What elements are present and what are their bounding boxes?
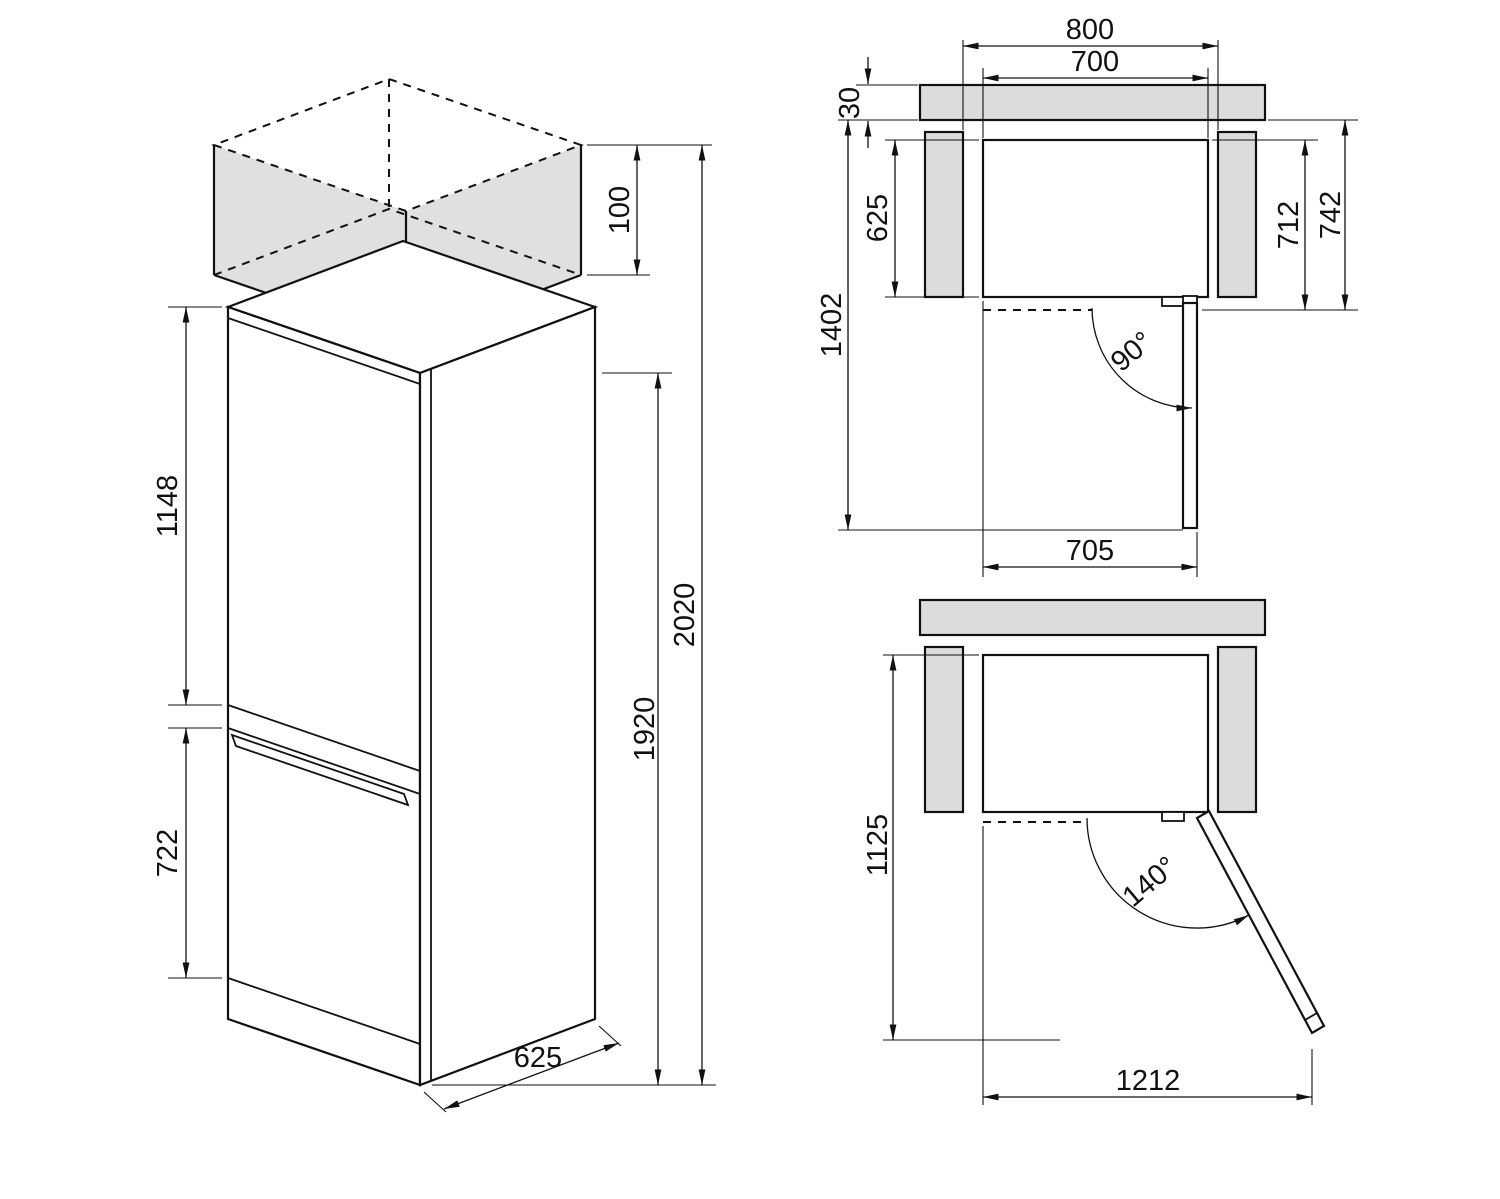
door-tip-seam — [1304, 1012, 1318, 1021]
door-top-edge — [227, 317, 421, 385]
right-cabinet — [1216, 130, 1258, 299]
dim-width-open-1212-label: 1212 — [1116, 1065, 1181, 1097]
left-cabinet — [923, 130, 965, 299]
rear-wall — [918, 598, 1267, 637]
rear-wall — [918, 83, 1267, 122]
fridge-side-face — [418, 305, 597, 1087]
fridge-outline — [981, 653, 1210, 814]
dim-cabinet-height-label: 1920 — [629, 697, 661, 762]
left-cabinet — [923, 645, 965, 814]
plan-view-140: 1125 1212 140° — [862, 598, 1326, 1105]
door-swing-arc — [1091, 307, 1193, 412]
dim-depth-open-1125-label: 1125 — [862, 814, 894, 876]
dim-depth-742-label: 742 — [1315, 191, 1347, 239]
fridge-outline — [981, 138, 1210, 299]
dimension-line-cabinet-depth — [443, 1042, 620, 1110]
dim-depth-open-1402-label: 1402 — [816, 293, 848, 358]
fridge-body — [224, 239, 599, 1087]
isometric-view: 1148 722 100 1920 2020 625 — [152, 77, 716, 1113]
door-handle — [230, 733, 410, 807]
plan90-extension-lines — [838, 40, 1358, 577]
dim-depth-712-label: 712 — [1273, 201, 1305, 249]
dim-top-clearance-label: 100 — [604, 186, 636, 234]
dim-cabinet-width-label: 700 — [1071, 46, 1119, 78]
clearance-dashed-edges — [211, 77, 584, 276]
dim-lower-door-height-label: 722 — [152, 829, 184, 877]
dim-niche-width-label: 800 — [1066, 14, 1114, 46]
door-swing-arc — [1086, 817, 1250, 929]
plan140-extension-lines — [883, 654, 1313, 1105]
dim-total-height-label: 2020 — [669, 583, 701, 648]
fridge-front-face — [226, 305, 422, 1087]
dim-cabinet-depth-label: 625 — [514, 1042, 562, 1074]
door-angle-140-label: 140° — [1117, 850, 1184, 913]
open-door — [1195, 809, 1326, 1035]
dim-depth-625-label: 625 — [862, 194, 894, 242]
dim-width-open-705-label: 705 — [1066, 535, 1114, 567]
right-cabinet — [1216, 645, 1258, 814]
door-divider-lines — [227, 704, 421, 795]
dim-wall-thickness-label: 30 — [834, 87, 866, 119]
hinge — [1161, 811, 1185, 822]
hinge — [1161, 296, 1185, 307]
plan-view-90: 800 700 30 625 1402 712 742 705 90° — [816, 14, 1358, 577]
door-angle-90-label: 90° — [1105, 326, 1159, 379]
door-bottom-edge — [227, 977, 421, 1045]
open-door — [1181, 301, 1199, 530]
dim-upper-door-height-label: 1148 — [152, 475, 184, 537]
